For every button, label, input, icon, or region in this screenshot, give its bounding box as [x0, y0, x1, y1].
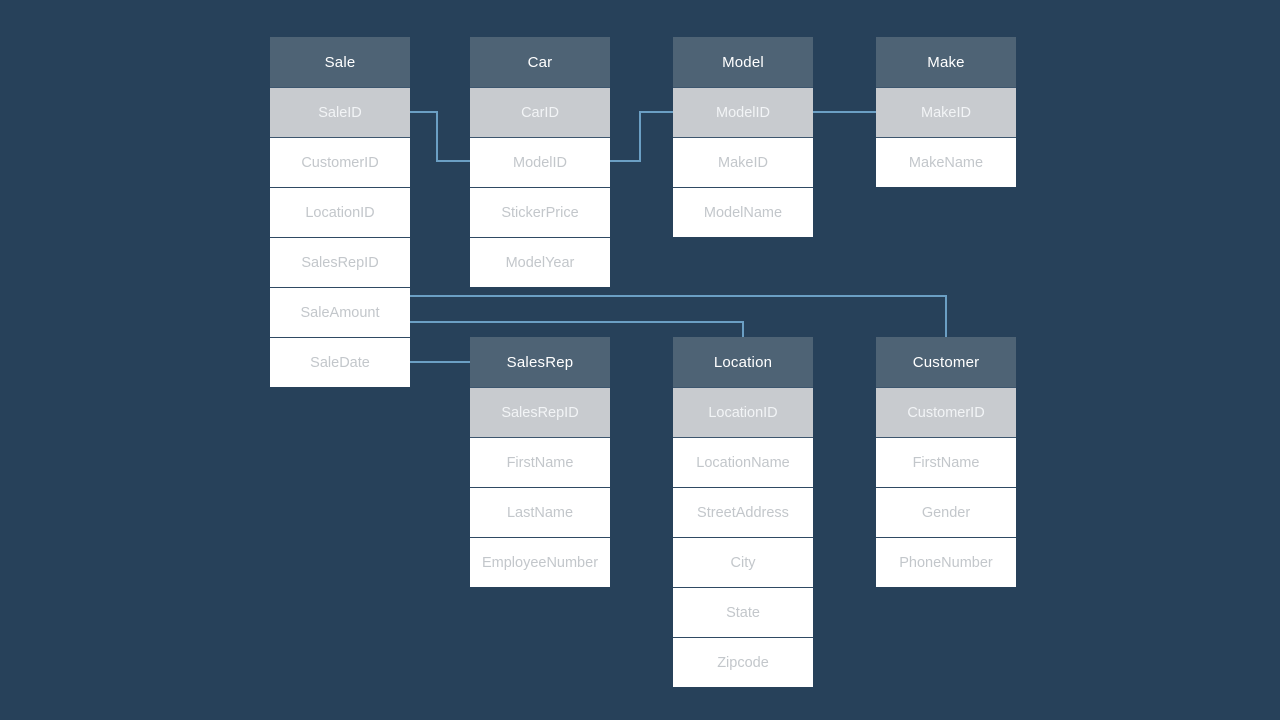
field-salesrep-firstname[interactable]: FirstName [470, 437, 610, 487]
field-sale-saleid[interactable]: SaleID [270, 87, 410, 137]
connector-car-modelid-to-model-modelid [610, 111, 673, 162]
field-salesrep-salesrepid[interactable]: SalesRepID [470, 387, 610, 437]
field-model-modelid[interactable]: ModelID [673, 87, 813, 137]
connector-sale-locationid-to-location [410, 321, 744, 337]
field-sale-saledate[interactable]: SaleDate [270, 337, 410, 387]
entity-title-make: Make [876, 37, 1016, 87]
entity-title-customer: Customer [876, 337, 1016, 387]
entity-title-salesrep: SalesRep [470, 337, 610, 387]
field-car-stickerprice[interactable]: StickerPrice [470, 187, 610, 237]
field-location-zipcode[interactable]: Zipcode [673, 637, 813, 687]
entity-title-car: Car [470, 37, 610, 87]
entity-title-location: Location [673, 337, 813, 387]
field-location-state[interactable]: State [673, 587, 813, 637]
field-location-locationname[interactable]: LocationName [673, 437, 813, 487]
field-customer-customerid[interactable]: CustomerID [876, 387, 1016, 437]
field-customer-gender[interactable]: Gender [876, 487, 1016, 537]
field-sale-customerid[interactable]: CustomerID [270, 137, 410, 187]
field-customer-phonenumber[interactable]: PhoneNumber [876, 537, 1016, 587]
field-salesrep-lastname[interactable]: LastName [470, 487, 610, 537]
field-location-city[interactable]: City [673, 537, 813, 587]
field-make-makename[interactable]: MakeName [876, 137, 1016, 187]
field-make-makeid[interactable]: MakeID [876, 87, 1016, 137]
entity-title-sale: Sale [270, 37, 410, 87]
field-salesrep-employeenumber[interactable]: EmployeeNumber [470, 537, 610, 587]
field-customer-firstname[interactable]: FirstName [876, 437, 1016, 487]
field-car-carid[interactable]: CarID [470, 87, 610, 137]
entity-title-model: Model [673, 37, 813, 87]
field-car-modelyear[interactable]: ModelYear [470, 237, 610, 287]
field-model-modelname[interactable]: ModelName [673, 187, 813, 237]
field-car-modelid[interactable]: ModelID [470, 137, 610, 187]
connector-car-modelid-to-sale-saleid [410, 111, 470, 162]
connector-sale-customerid-to-customer [410, 295, 947, 337]
field-location-locationid[interactable]: LocationID [673, 387, 813, 437]
field-location-streetaddress[interactable]: StreetAddress [673, 487, 813, 537]
field-sale-locationid[interactable]: LocationID [270, 187, 410, 237]
field-sale-saleamount[interactable]: SaleAmount [270, 287, 410, 337]
field-model-makeid[interactable]: MakeID [673, 137, 813, 187]
field-sale-salesrepid[interactable]: SalesRepID [270, 237, 410, 287]
